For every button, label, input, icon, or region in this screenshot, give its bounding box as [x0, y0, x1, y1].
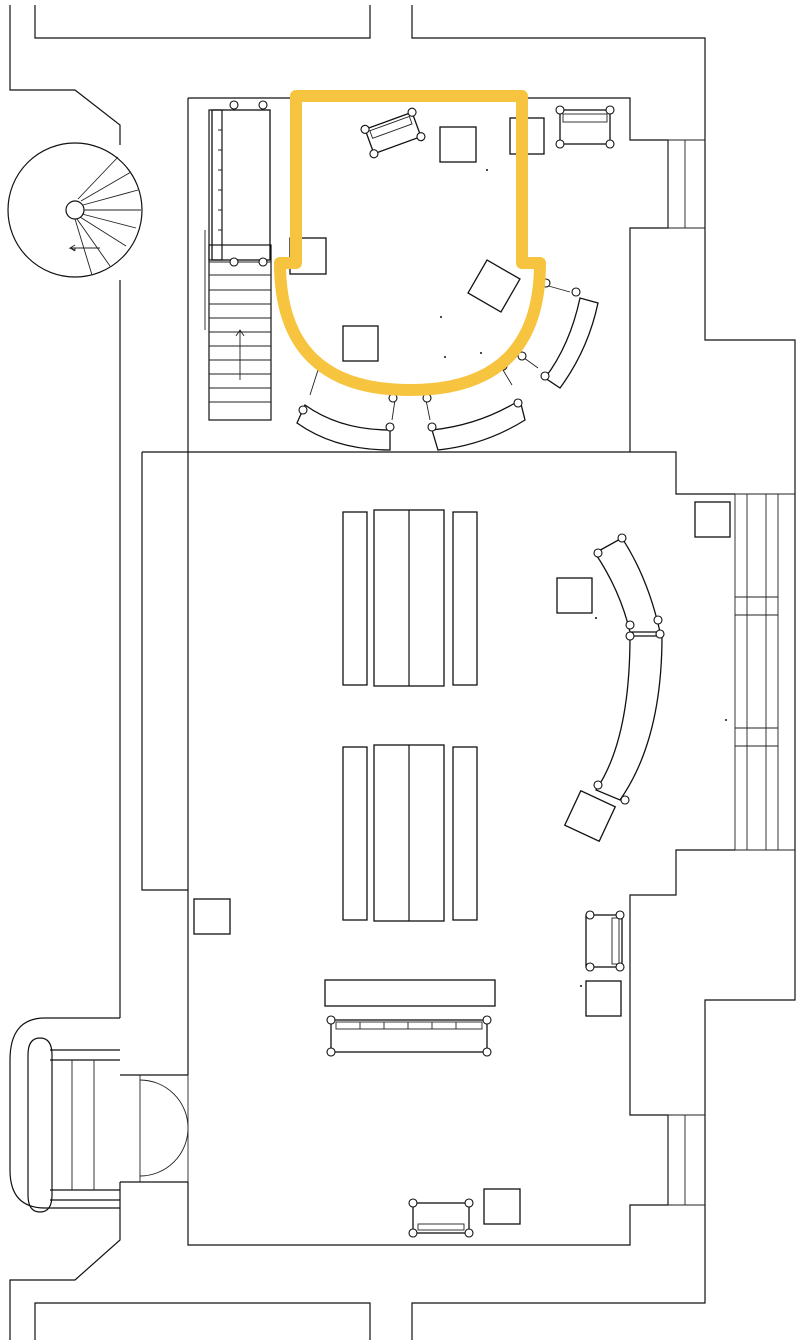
spiral-staircase-icon [7, 142, 143, 278]
highlight-outline [274, 90, 546, 396]
wall-bench-top-left [208, 100, 271, 267]
banquette-apse-right [517, 278, 599, 389]
table-hall-right-4 [585, 980, 622, 1017]
reference-dots [440, 169, 727, 987]
sofa-top-center [360, 107, 426, 159]
windows-right [667, 139, 795, 1206]
bench-bottom [324, 979, 496, 1007]
table-hall-left [193, 898, 231, 935]
table-top-4 [467, 259, 521, 313]
outer-walls [9, 5, 796, 1340]
table-top-1 [439, 126, 477, 163]
table-group-1 [342, 509, 478, 687]
table-hall-right-3 [563, 789, 617, 843]
table-group-2 [342, 744, 478, 922]
entrance-steps [9, 1017, 120, 1213]
table-hall-right-2 [694, 501, 731, 538]
double-door-icon [120, 1074, 189, 1183]
sofa-top-right [555, 105, 615, 149]
banquette-apse-center [422, 361, 526, 451]
sofa-bottom [408, 1198, 474, 1238]
table-bottom [483, 1188, 521, 1225]
sofa-long-bottom [326, 1015, 492, 1057]
banquette-curved-right [593, 533, 665, 805]
table-top-5 [342, 325, 379, 362]
sofa-hall-right [585, 910, 625, 972]
table-hall-right-1 [556, 577, 593, 614]
